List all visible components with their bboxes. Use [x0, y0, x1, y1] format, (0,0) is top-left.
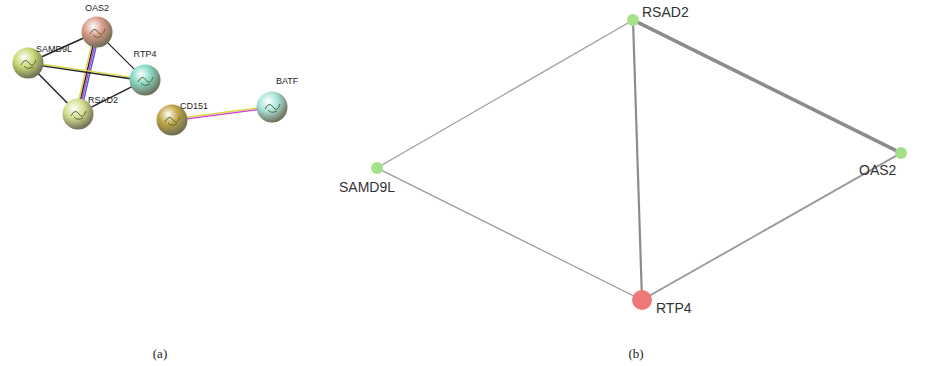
node-label: RTP4 [134, 50, 157, 60]
node-label: CD151 [180, 102, 208, 112]
node-shape [632, 290, 652, 310]
node-label: RSAD2 [88, 96, 118, 106]
node-shape [627, 14, 639, 26]
network-node: RSAD2 [627, 14, 639, 26]
protein-node: CD151 [156, 104, 188, 136]
edge-strand [637, 22, 896, 151]
network-node: RTP4 [632, 290, 652, 310]
edge-strand [41, 66, 133, 79]
interaction-edge [649, 155, 897, 296]
edge-strand [381, 22, 629, 165]
node-shape [129, 64, 161, 96]
interaction-edge [41, 64, 133, 79]
node-label: BATF [276, 77, 298, 87]
interaction-edge [381, 22, 629, 165]
node-label: RSAD2 [642, 5, 689, 20]
panel-label: (b) [628, 346, 643, 362]
interaction-edge [637, 22, 896, 151]
interaction-edge [37, 72, 69, 105]
node-shape [371, 162, 383, 174]
node-label: SAMD9L [36, 45, 72, 55]
node-label: OAS2 [859, 163, 896, 178]
protein-node: RSAD2 [62, 98, 94, 130]
edge-strand [41, 64, 133, 77]
edge-strand [633, 25, 642, 292]
panel-label: (a) [153, 346, 167, 362]
interaction-edge [381, 170, 635, 296]
protein-node: OAS2 [81, 16, 113, 48]
edge-strand [106, 41, 136, 71]
protein-node: BATF [256, 91, 288, 123]
network-node: SAMD9L [371, 162, 383, 174]
node-shape [895, 147, 907, 159]
node-label: OAS2 [85, 4, 109, 14]
node-shape [81, 16, 113, 48]
edge-strand [381, 170, 635, 296]
protein-node: RTP4 [129, 64, 161, 96]
edge-strand [649, 155, 897, 296]
network-node: OAS2 [895, 147, 907, 159]
node-label: RTP4 [656, 301, 692, 316]
interaction-edge [633, 25, 642, 292]
interaction-edge [106, 41, 136, 71]
protein-node: SAMD9L [12, 47, 44, 79]
node-label: SAMD9L [339, 180, 395, 195]
node-shape [256, 91, 288, 123]
edge-strand [37, 72, 69, 105]
